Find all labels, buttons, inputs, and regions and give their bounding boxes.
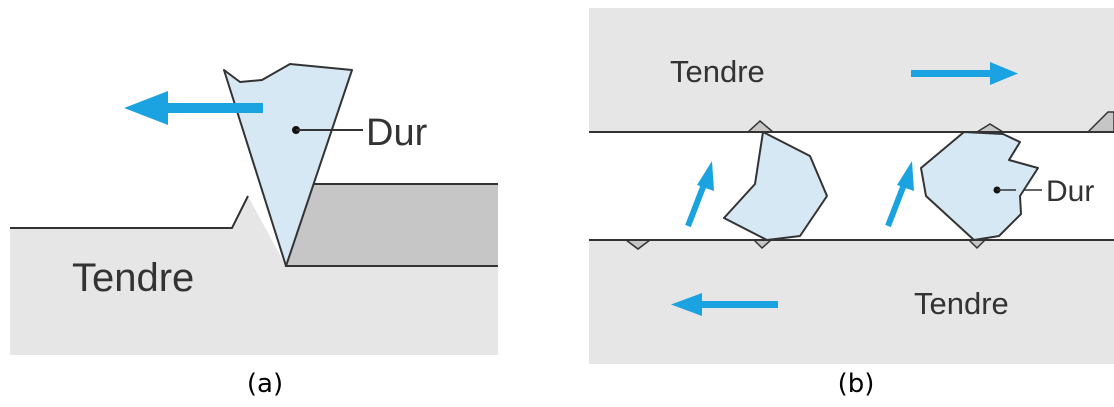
arrow-right-b <box>911 62 1018 85</box>
soft-label-bottom-b: Tendre <box>914 286 1009 321</box>
caption-b: (b) <box>838 369 875 399</box>
arrow-left-a <box>124 91 263 125</box>
groove-region <box>286 184 498 266</box>
soft-label-top-b: Tendre <box>670 54 765 89</box>
hard-particle-b2 <box>920 131 1039 241</box>
caption-a: (a) <box>247 369 283 399</box>
hard-label-a: Dur <box>366 112 428 154</box>
rotation-arrow-1 <box>685 161 714 228</box>
surface-outline-a <box>10 195 249 229</box>
soft-top-b <box>589 8 1114 132</box>
panel-a: Dur Tendre (a) <box>10 63 498 399</box>
hard-particle-b1 <box>723 131 828 241</box>
hard-particle-a <box>223 63 353 267</box>
gap-b <box>589 132 1114 240</box>
arrow-left-b <box>671 293 778 316</box>
soft-bottom-b <box>589 240 1114 364</box>
rotation-arrow-2 <box>885 161 914 228</box>
hard-label-b: Dur <box>1046 175 1094 208</box>
soft-label-a: Tendre <box>72 256 194 300</box>
panel-b: Dur Tendre Tendre <box>589 8 1114 364</box>
